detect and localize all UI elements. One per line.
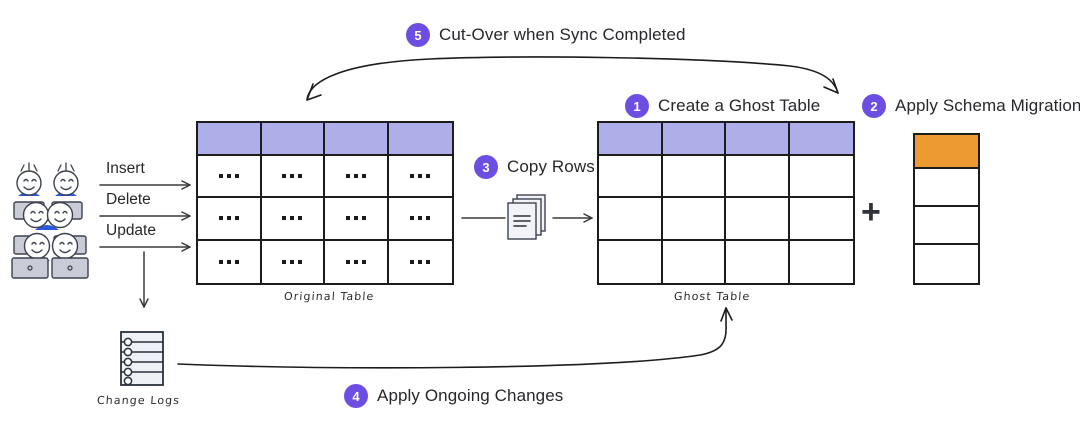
step-4: 4 Apply Ongoing Changes — [344, 384, 563, 408]
table-header-cell — [325, 123, 389, 156]
step-1: 1 Create a Ghost Table — [625, 94, 820, 118]
cell-ellipsis — [282, 174, 303, 179]
step-5-label: Cut-Over when Sync Completed — [439, 25, 686, 44]
table-cell — [262, 240, 325, 283]
table-cell — [198, 156, 262, 199]
table-cell — [662, 156, 726, 199]
table-cell — [389, 241, 453, 283]
step-1-badge: 1 — [625, 94, 649, 118]
cell-ellipsis — [218, 216, 239, 221]
table-header-cell — [599, 123, 663, 156]
step-2: 2 Apply Schema Migration — [862, 94, 1080, 118]
cell-ellipsis — [282, 216, 303, 221]
step-3-label: Copy Rows — [507, 157, 595, 176]
step-2-label: Apply Schema Migration — [895, 96, 1080, 115]
table-header-cell — [726, 123, 790, 156]
table-header-cell — [388, 123, 452, 156]
table-cell — [726, 198, 790, 241]
table-cell — [261, 156, 325, 199]
schema-migration-table — [913, 133, 980, 285]
operation-label-update: Update — [106, 222, 156, 239]
original-table — [196, 121, 454, 285]
table-header-cell — [789, 123, 853, 156]
step-4-badge: 4 — [344, 384, 368, 408]
table-cell — [789, 198, 853, 241]
operation-label-delete: Delete — [106, 191, 151, 208]
table-cell — [388, 198, 452, 241]
cell-ellipsis — [410, 216, 431, 221]
table-header-cell — [261, 123, 325, 156]
table-cell — [915, 169, 978, 207]
step-3-badge: 3 — [474, 155, 498, 179]
table-header-cell — [915, 135, 978, 169]
document-stack-icon — [507, 194, 546, 240]
cell-ellipsis — [282, 259, 303, 264]
table-cell — [388, 156, 452, 199]
step-5: 5 Cut-Over when Sync Completed — [406, 23, 686, 47]
table-cell — [662, 198, 726, 241]
table-cell — [599, 240, 663, 283]
table-cell — [198, 240, 262, 283]
cell-ellipsis — [218, 259, 239, 264]
table-cell — [726, 156, 790, 199]
table-cell — [663, 240, 726, 283]
cell-ellipsis — [345, 259, 366, 264]
step-1-label: Create a Ghost Table — [658, 96, 821, 115]
users-group-icon — [11, 162, 89, 279]
change-logs-icon — [120, 331, 164, 386]
table-cell — [599, 156, 663, 199]
step-5-badge: 5 — [406, 23, 430, 47]
plus-sign: + — [861, 193, 881, 231]
table-cell — [325, 198, 389, 241]
table-cell — [726, 240, 790, 283]
table-cell — [789, 156, 853, 199]
table-header-cell — [198, 123, 262, 156]
operation-label-insert: Insert — [106, 160, 145, 177]
cell-ellipsis — [410, 259, 431, 264]
table-header-cell — [662, 123, 726, 156]
table-cell — [915, 207, 978, 245]
step-4-label: Apply Ongoing Changes — [377, 386, 564, 405]
table-cell — [261, 198, 325, 241]
cell-ellipsis — [410, 174, 431, 179]
step-3: 3 Copy Rows — [474, 155, 595, 179]
cell-ellipsis — [345, 216, 366, 221]
table-cell — [599, 198, 663, 241]
table-cell — [325, 240, 389, 283]
table-cell — [198, 198, 262, 241]
table-cell — [325, 156, 389, 199]
cell-ellipsis — [218, 174, 239, 179]
step-2-badge: 2 — [862, 94, 886, 118]
cell-ellipsis — [345, 174, 366, 179]
ghost-table — [597, 121, 855, 285]
